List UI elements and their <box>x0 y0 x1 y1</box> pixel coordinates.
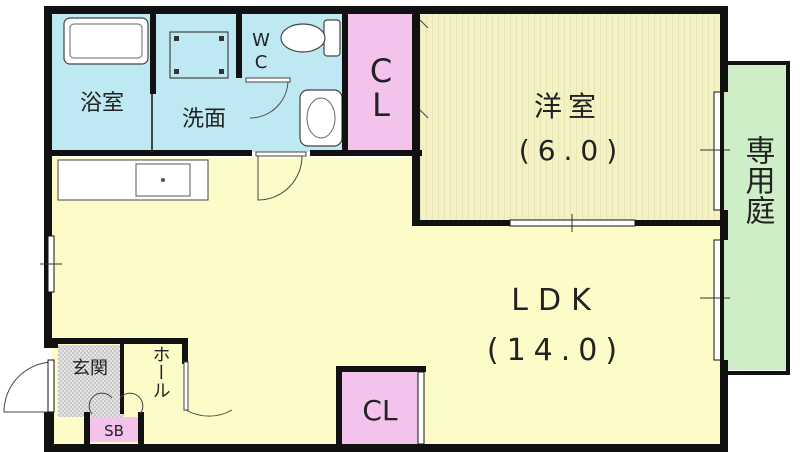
shoebox-door-swing <box>88 392 144 415</box>
closet-top-door-marks <box>419 19 429 119</box>
toilet-tank <box>323 19 341 57</box>
closet-top-label-c: C <box>370 52 392 90</box>
closet-bottom-floor <box>340 370 418 446</box>
wc-label-w: W <box>252 30 270 51</box>
ldk-size: (14.0) <box>487 333 625 368</box>
garden-label: 専用庭 <box>740 135 776 225</box>
closet-top-floor <box>348 12 418 152</box>
closet-bottom-door <box>417 371 425 445</box>
western-room-size: (6.0) <box>519 134 625 167</box>
hall-label: ホール <box>150 345 171 399</box>
walls <box>44 6 728 452</box>
garden-fence <box>720 61 790 375</box>
shoe-box-label: SB <box>104 422 124 440</box>
ldk-door-swing <box>257 155 303 201</box>
western-room-floor <box>418 12 722 222</box>
washer-corner-tr <box>219 36 224 41</box>
washer-space <box>169 31 229 79</box>
washer-corner-br <box>219 69 224 74</box>
washer-corner-bl <box>174 69 179 74</box>
closet-bottom-label: CL <box>362 394 398 427</box>
bathtub-inner <box>69 23 143 59</box>
washer-corner-tl <box>174 36 179 41</box>
sink-drain <box>161 178 165 182</box>
wc-label-c: C <box>255 52 268 73</box>
washbasin-bowl <box>306 97 336 139</box>
ldk-label: LDK <box>511 283 601 318</box>
bath-label: 浴室 <box>80 91 124 116</box>
entrance-door-swing <box>3 361 53 413</box>
entrance-label: 玄関 <box>72 358 108 379</box>
western-room-label: 洋室 <box>534 90 602 123</box>
washroom-label: 洗面 <box>182 107 226 132</box>
washroom-door-swing <box>249 79 289 119</box>
closet-top-label-l: L <box>372 86 390 124</box>
toilet-bowl <box>280 23 326 53</box>
entrance-floor <box>58 345 124 417</box>
garden-floor <box>724 65 786 370</box>
shoe-box-floor <box>88 417 140 442</box>
